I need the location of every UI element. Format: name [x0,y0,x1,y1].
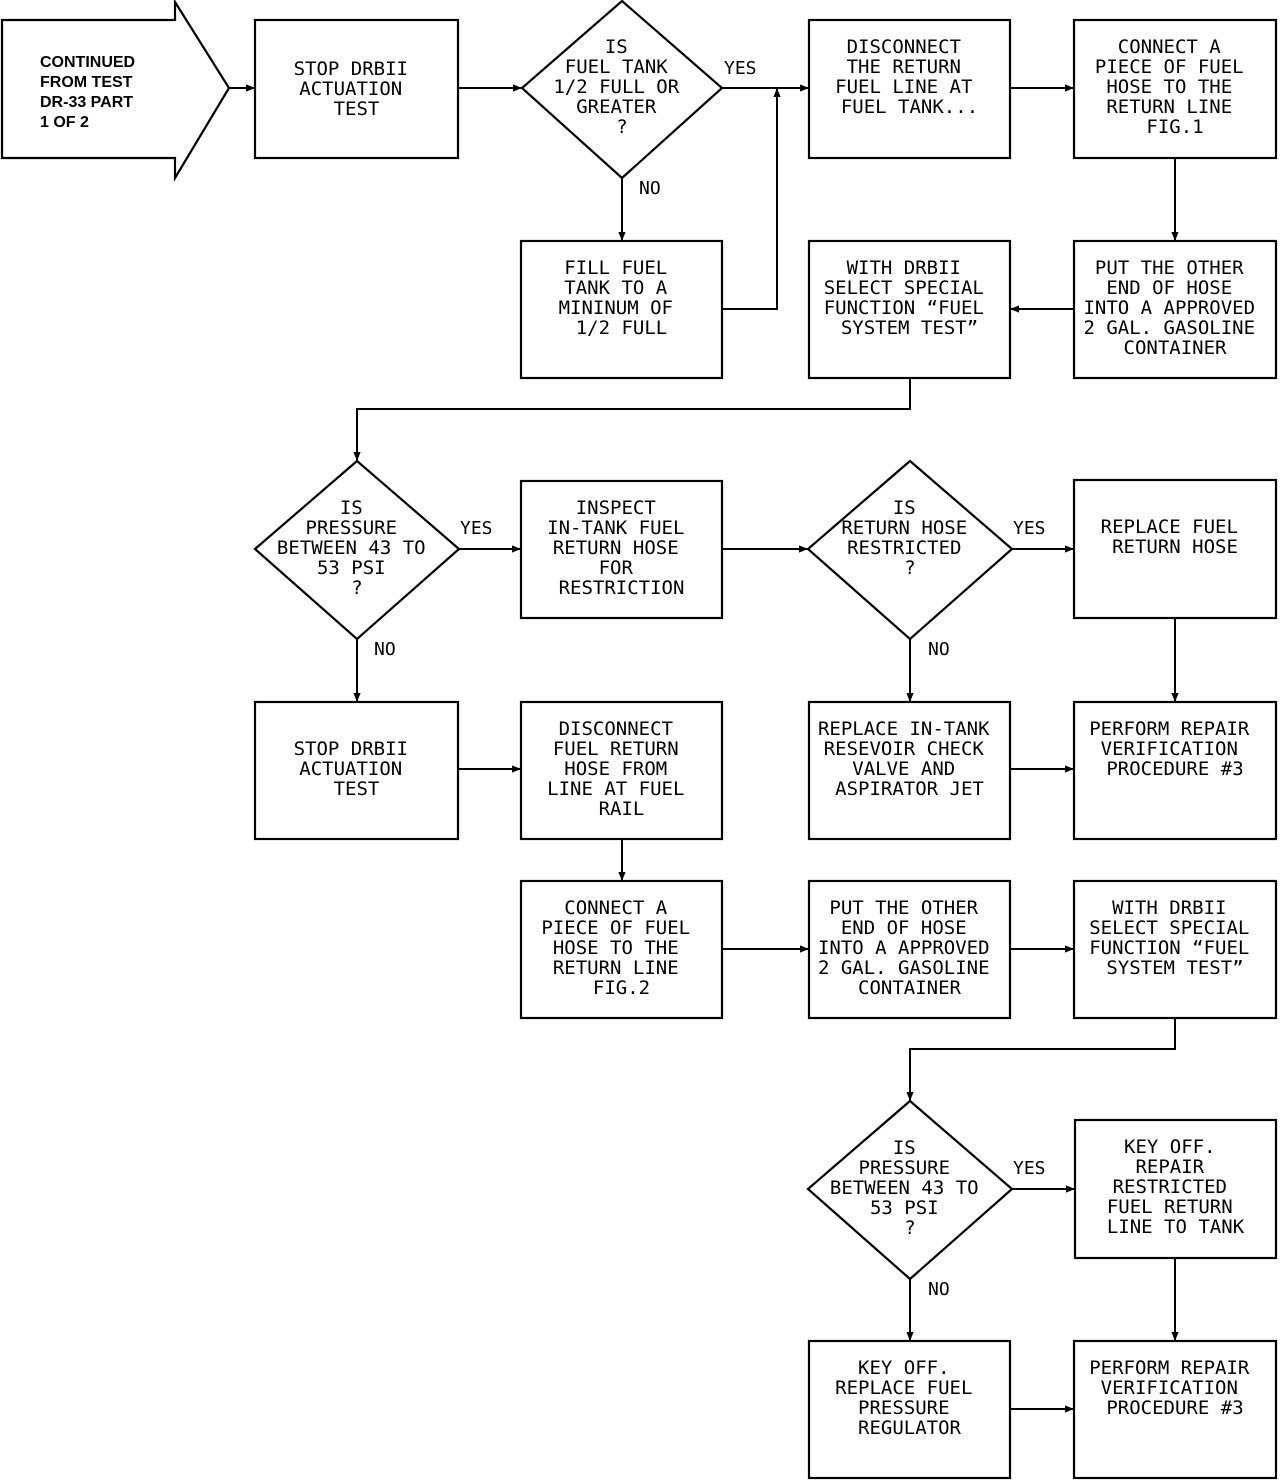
node-drbii-fuel-system-test-1: WITH DRBII SELECT SPECIAL FUNCTION “FUEL… [807,239,1012,380]
node-drbii-fuel-system-test-2: WITH DRBII SELECT SPECIAL FUNCTION “FUEL… [1072,879,1278,1020]
svg-text:WITH DRBII SELECT SPECIA: WITH DRBII SELECT SPECIAL FUNCTION “FUEL… [1089,897,1261,979]
start-arrow: CONTINUED FROM TEST DR-33 PART 1 OF 2 [0,0,231,182]
edge-drb2-to-press2 [906,1018,1176,1101]
node-repair-verification-1: PERFORM REPAIR VERIFICATION PROCEDURE #3 [1072,700,1278,841]
decision-fuel-tank: IS FUEL TANK 1/2 FULL OR GREATER ? [520,0,724,180]
svg-text:STOP DRBII ACTUATION: STOP DRBII ACTUATION TEST [294,738,420,800]
edge-fill-to-disconnect [722,88,781,310]
svg-text:KEY OFF. REPAIR RE: KEY OFF. REPAIR RESTRICTED FUEL RETURN L… [1107,1136,1245,1238]
node-repair-verification-2: PERFORM REPAIR VERIFICATION PROCEDURE #3 [1072,1339,1278,1480]
svg-text:DISCONNECT THE RETURN: DISCONNECT THE RETURN FUEL LINE AT FUEL … [835,36,984,118]
decision-pressure-2: IS PRESSURE BETWEEN 43 TO 53 PSI ? [806,1099,1014,1281]
edge-label-no: NO [928,639,950,660]
svg-text:IS FUEL TANK 1/2 F: IS FUEL TANK 1/2 FULL OR GREATER ? [553,36,690,138]
svg-text:STOP DRBII ACTUATION: STOP DRBII ACTUATION TEST [294,58,420,120]
node-stop-drbii-2: STOP DRBII ACTUATION TEST [253,700,460,841]
edge-drb1-to-press1 [353,378,911,461]
node-disconnect-return-1: DISCONNECT THE RETURN FUEL LINE AT FUEL … [807,18,1012,160]
node-replace-return-hose: REPLACE FUEL RETURN HOSE [1072,478,1278,620]
node-keyoff-replace-regulator: KEY OFF. REPLACE FUEL PRESSURE REGULATOR [807,1339,1012,1480]
node-disconnect-return-2: DISCONNECT FUEL RETURN HOSE FROM LINE AT… [519,700,724,841]
edge-label-yes: YES [1013,518,1046,539]
decision-return-hose-restricted: IS RETURN HOSE RESTRICTED ? [806,459,1014,641]
svg-text:DISCONNECT FUEL RETURN: DISCONNECT FUEL RETURN HOSE FROM LINE AT… [547,718,696,820]
svg-text:WITH DRBII SELECT SPECIA: WITH DRBII SELECT SPECIAL FUNCTION “FUEL… [824,257,996,339]
svg-text:FILL FUEL TANK TO A: FILL FUEL TANK TO A MININUM OF 1/2 FULL [559,257,685,339]
start-text: CONTINUED FROM TEST DR-33 PART 1 OF 2 [40,54,140,131]
node-keyoff-repair-return-line: KEY OFF. REPAIR RESTRICTED FUEL RETURN L… [1073,1118,1278,1260]
svg-text:IS PRESSURE BETWEE: IS PRESSURE BETWEEN 43 TO 53 PSI ? [830,1137,990,1239]
svg-text:IS PRESSURE BETWEE: IS PRESSURE BETWEEN 43 TO 53 PSI ? [277,497,437,599]
edge-label-yes: YES [1013,1158,1046,1179]
edge-label-no: NO [928,1279,950,1300]
svg-text:PERFORM REPAIR VERIFICAT: PERFORM REPAIR VERIFICATION PROCEDURE #3 [1089,1357,1261,1419]
node-fill-fuel-tank: FILL FUEL TANK TO A MININUM OF 1/2 FULL [519,239,724,380]
edge-label-no: NO [374,639,396,660]
node-inspect-return-hose: INSPECT IN-TANK FUEL RETURN HOSE FOR RES… [519,479,724,620]
node-replace-check-valve: REPLACE IN-TANK RESEVOIR CHECK VALVE AND… [807,700,1012,841]
node-stop-drbii-1: STOP DRBII ACTUATION TEST [253,18,460,160]
svg-text:REPLACE IN-TANK RESEVOIR: REPLACE IN-TANK RESEVOIR CHECK VALVE AND… [818,718,1001,800]
node-put-hose-container-1: PUT THE OTHER END OF HOSE INTO A APPROVE… [1072,239,1278,380]
svg-text:CONNECT A PIECE OF FUEL: CONNECT A PIECE OF FUEL HOSE TO THE RETU… [1095,36,1255,138]
edge-label-yes: YES [460,518,493,539]
node-connect-hose-fig2: CONNECT A PIECE OF FUEL HOSE TO THE RETU… [519,879,724,1020]
svg-text:REPLACE FUEL RETURN HOSE: REPLACE FUEL RETURN HOSE [1101,516,1250,558]
svg-text:IS RETURN HOSE RES: IS RETURN HOSE RESTRICTED ? [841,497,978,579]
node-connect-hose-fig1: CONNECT A PIECE OF FUEL HOSE TO THE RETU… [1072,18,1278,160]
edge-label-yes: YES [724,58,757,79]
svg-text:PERFORM REPAIR VERIFICAT: PERFORM REPAIR VERIFICATION PROCEDURE #3 [1089,718,1261,780]
decision-pressure-1: IS PRESSURE BETWEEN 43 TO 53 PSI ? [253,459,461,641]
node-put-hose-container-2: PUT THE OTHER END OF HOSE INTO A APPROVE… [807,879,1012,1020]
svg-text:PUT THE OTHER END OF HOS: PUT THE OTHER END OF HOSE INTO A APPROVE… [818,897,1001,999]
svg-text:KEY OFF. REPLACE FUEL: KEY OFF. REPLACE FUEL PRESSURE REGULATOR [835,1357,984,1439]
svg-text:CONNECT A PIECE OF FUEL: CONNECT A PIECE OF FUEL HOSE TO THE RETU… [541,897,701,999]
edge-label-no: NO [639,178,661,199]
svg-text:PUT THE OTHER END OF HOS: PUT THE OTHER END OF HOSE INTO A APPROVE… [1083,257,1266,359]
svg-text:INSPECT IN-TANK FUEL: INSPECT IN-TANK FUEL RETURN HOSE FOR RES… [547,497,696,599]
